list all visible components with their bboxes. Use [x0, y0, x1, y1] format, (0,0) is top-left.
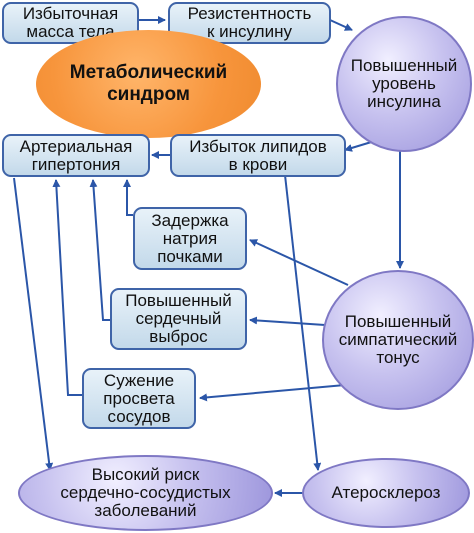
arrow-resistance-to-insulin [329, 19, 353, 31]
arrow-output-to-hypertension [89, 179, 112, 321]
arrow-sympathetic-to-output [249, 316, 326, 326]
arrow-sympathetic-to-narrowing [199, 384, 346, 402]
arrow-sodium-to-hypertension [123, 179, 133, 216]
arrow-hypertension-to-risk [13, 177, 54, 471]
arrow-narrowing-to-hypertension [52, 179, 82, 396]
arrow-sympathetic-to-sodium [249, 239, 349, 286]
node-atherosclerosis: Атеросклероз [302, 458, 470, 528]
